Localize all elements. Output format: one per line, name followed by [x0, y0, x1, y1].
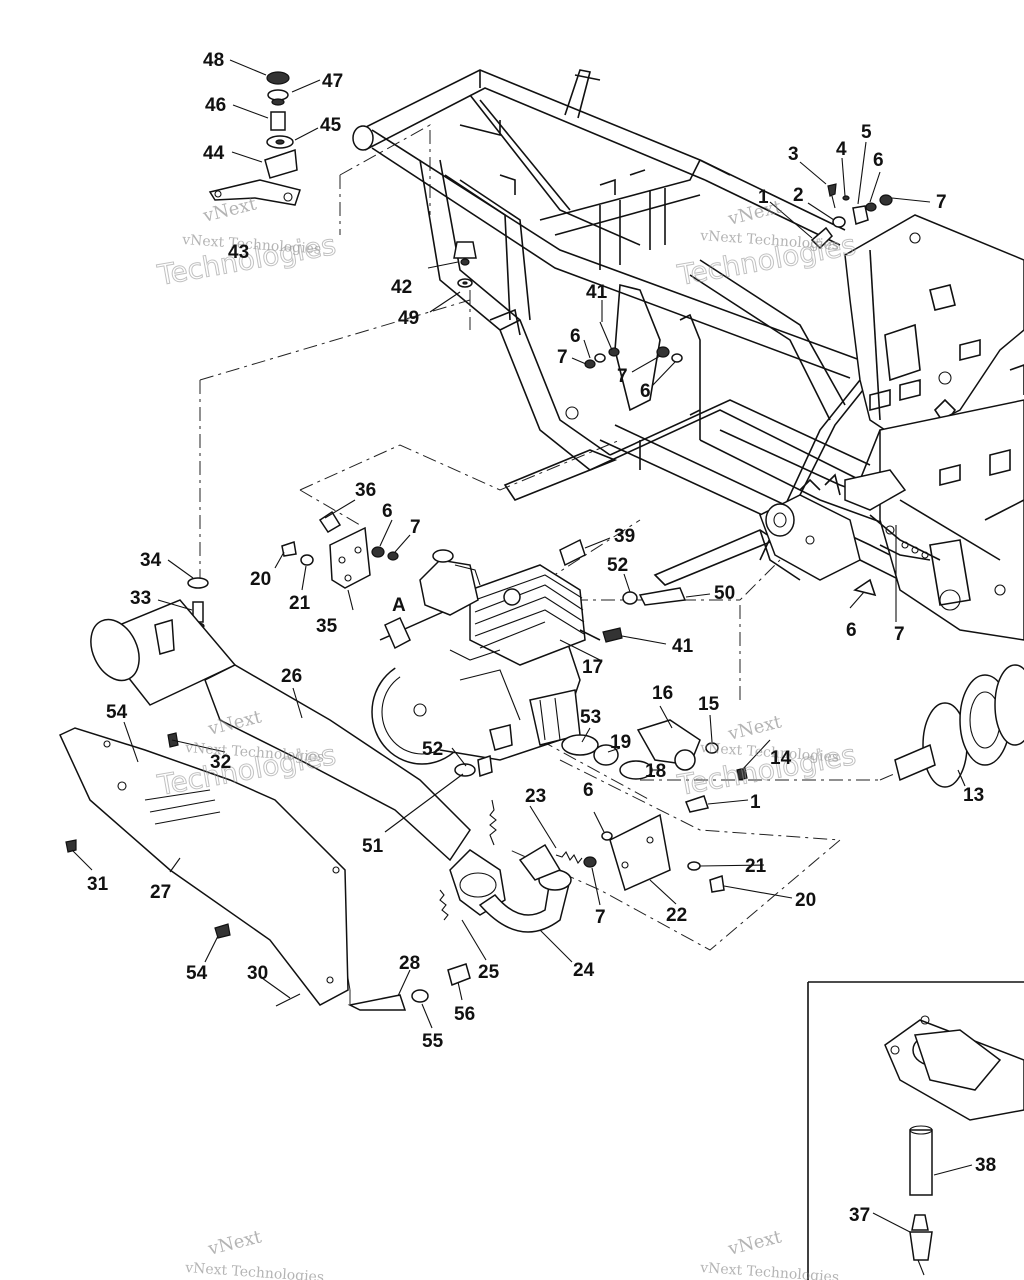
- callout-28: 28: [399, 953, 420, 974]
- callout-49: 49: [398, 308, 419, 329]
- callout-1: 1: [750, 792, 761, 813]
- callout-labels: 48 47 46 45 44 43 42 49 3 4 5 6 7 1 2 41…: [87, 50, 996, 1226]
- callout-54: 54: [186, 963, 208, 984]
- callout-55: 55: [422, 1031, 444, 1052]
- callout-24: 24: [573, 960, 595, 981]
- callout-16: 16: [652, 683, 673, 704]
- callout-20: 20: [795, 890, 816, 911]
- engine-mount-plate: [187, 510, 399, 630]
- callout-34: 34: [140, 550, 162, 571]
- top-right-hardware: [810, 183, 893, 250]
- callout-5: 5: [861, 122, 872, 143]
- callout-43: 43: [228, 242, 249, 263]
- watermark-vnext: vNext: [725, 196, 784, 230]
- callout-37: 37: [849, 1205, 870, 1226]
- callout-6: 6: [583, 780, 594, 801]
- callout-22: 22: [666, 905, 687, 926]
- clutch-parts: [559, 538, 1024, 893]
- callout-45: 45: [320, 115, 342, 136]
- callout-25: 25: [478, 962, 500, 983]
- callout-56: 56: [454, 1004, 475, 1025]
- callout-1: 1: [758, 187, 769, 208]
- inset-box: [807, 981, 1024, 1280]
- heat-shield: [59, 727, 471, 1011]
- watermark-vnext: vNext: [205, 1226, 264, 1260]
- vehicle-frame: [352, 69, 1024, 641]
- callout-41: 41: [672, 636, 694, 657]
- callout-2: 2: [793, 185, 804, 206]
- callout-23: 23: [525, 786, 546, 807]
- callout-6: 6: [846, 620, 857, 641]
- callout-17: 17: [582, 657, 603, 678]
- callout-13: 13: [963, 785, 984, 806]
- callout-20: 20: [250, 569, 271, 590]
- watermark-vnext-technologies: vNext Technologies: [699, 1260, 840, 1280]
- callout-14: 14: [770, 748, 792, 769]
- callout-7: 7: [410, 517, 421, 538]
- callout-7: 7: [617, 366, 628, 387]
- callout-A: A: [392, 595, 406, 616]
- callout-30: 30: [247, 963, 268, 984]
- callout-27: 27: [150, 882, 171, 903]
- callout-21: 21: [289, 593, 311, 614]
- watermark-vnext: vNext: [725, 711, 784, 745]
- callout-53: 53: [580, 707, 601, 728]
- callout-6: 6: [640, 381, 651, 402]
- callout-35: 35: [316, 616, 338, 637]
- callout-39: 39: [614, 526, 635, 547]
- callout-50: 50: [714, 583, 735, 604]
- callout-41: 41: [586, 282, 608, 303]
- callout-6: 6: [570, 326, 581, 347]
- callout-52: 52: [607, 555, 628, 576]
- callout-19: 19: [610, 732, 631, 753]
- callout-36: 36: [355, 480, 376, 501]
- callout-3: 3: [788, 144, 799, 165]
- muffler-exhaust: [90, 599, 583, 933]
- callout-6: 6: [873, 150, 884, 171]
- callout-7: 7: [936, 192, 947, 213]
- callout-7: 7: [894, 624, 905, 645]
- callout-21: 21: [745, 856, 767, 877]
- callout-54: 54: [106, 702, 128, 723]
- callout-44: 44: [203, 143, 225, 164]
- callout-52: 52: [422, 739, 443, 760]
- mid-frame-hardware: [584, 321, 683, 369]
- callout-6: 6: [382, 501, 393, 522]
- callout-47: 47: [322, 71, 343, 92]
- watermark-vnext-technologies: vNext Technologies: [184, 1260, 325, 1280]
- callout-18: 18: [645, 761, 666, 782]
- leader-lines: [71, 59, 973, 1233]
- callout-4: 4: [836, 139, 847, 160]
- callout-32: 32: [210, 752, 231, 773]
- callout-26: 26: [281, 666, 302, 687]
- callout-15: 15: [698, 694, 720, 715]
- callout-33: 33: [130, 588, 151, 609]
- top-mount-stack: [208, 71, 477, 288]
- callout-7: 7: [595, 907, 606, 928]
- watermark-vnext: vNext: [725, 1226, 784, 1260]
- callout-42: 42: [391, 277, 412, 298]
- callout-38: 38: [975, 1155, 996, 1176]
- callout-7: 7: [557, 347, 568, 368]
- callout-48: 48: [203, 50, 224, 71]
- callout-31: 31: [87, 874, 109, 895]
- callout-46: 46: [205, 95, 226, 116]
- callout-51: 51: [362, 836, 384, 857]
- engine: [371, 549, 623, 765]
